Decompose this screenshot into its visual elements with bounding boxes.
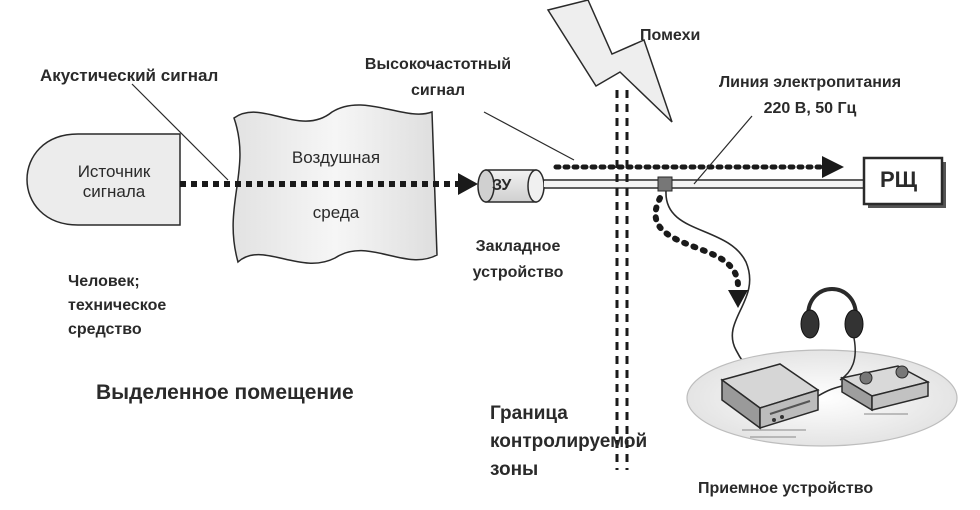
controlled-zone-border	[615, 90, 629, 470]
source-label: Источник сигнала	[64, 162, 164, 202]
source-label-line1: Источник	[77, 162, 151, 181]
source-label-line2: сигнала	[82, 182, 146, 201]
bug-label-line2: устройство	[472, 264, 564, 281]
interference-label: Помехи	[640, 27, 701, 44]
device-label: ЗУ	[492, 177, 512, 194]
coupler-block	[657, 176, 673, 192]
signal-source-shape	[26, 133, 181, 226]
zone-border-label: Граница контролируемой зоны	[490, 400, 647, 484]
receiver-arrow-head	[728, 290, 748, 308]
receiver-label: Приемное устройство	[698, 480, 874, 497]
hf-arrow-head	[822, 156, 844, 178]
panel-label: РЩ	[880, 167, 918, 192]
receiver-signal-arrow	[652, 195, 742, 295]
recorder-unit-icon	[839, 365, 931, 412]
leader-power	[693, 115, 753, 185]
power-line	[544, 179, 864, 189]
zone-border-label-line3: зоны	[490, 459, 539, 480]
power-line-label: Линия электропитания 220 В, 50 Гц	[700, 70, 920, 122]
hf-signal-label: Высокочастотный сигнал	[340, 52, 536, 104]
acoustic-signal-label: Акустический сигнал	[40, 66, 219, 85]
bug-label: Закладное устройство	[448, 234, 588, 286]
power-line-label-line2: 220 В, 50 Гц	[763, 100, 857, 117]
receiver-cable	[665, 190, 773, 385]
human-label-line1: Человек;	[68, 273, 140, 290]
hf-signal-label-line2: сигнал	[410, 82, 466, 99]
power-line-label-line1: Линия электропитания	[718, 74, 902, 91]
panel-box	[862, 156, 944, 206]
zone-border-label-line1: Граница	[490, 403, 568, 424]
leader-hf	[483, 111, 575, 161]
human-label-line3: средство	[68, 321, 142, 338]
unit-caption-marks	[742, 413, 908, 438]
hf-signal-label-line1: Высокочастотный	[364, 56, 512, 73]
room-label: Выделенное помещение	[96, 381, 354, 404]
headphones-icon	[800, 287, 864, 381]
air-label-line2: среда	[312, 203, 360, 222]
bug-label-line1: Закладное	[475, 238, 561, 255]
human-label: Человек; техническое средство	[68, 270, 166, 342]
unit-link-cable	[817, 385, 843, 397]
receiver-unit-icon	[720, 363, 820, 430]
zone-border-label-line2: контролируемой	[490, 431, 648, 452]
air-label-line1: Воздушная	[291, 148, 381, 167]
lightning-icon	[546, 0, 673, 123]
acoustic-arrow-head	[458, 173, 478, 195]
leader-acoustic	[131, 83, 229, 181]
human-label-line2: техническое	[68, 297, 167, 314]
